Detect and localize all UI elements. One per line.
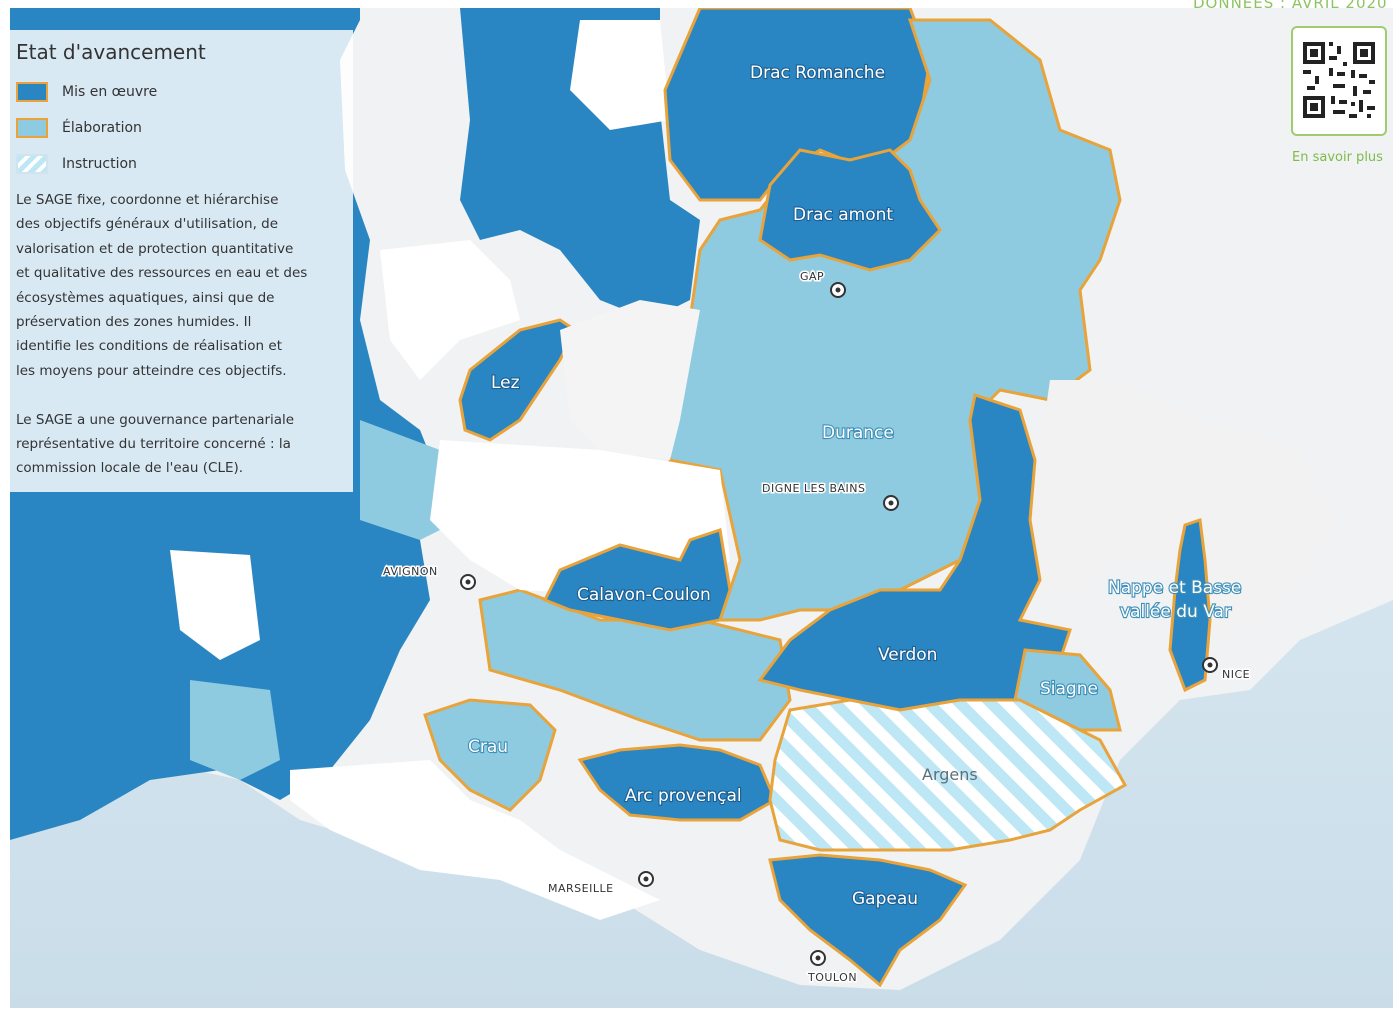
- legend-label-elaboration: Élaboration: [62, 120, 142, 136]
- legend-item-elaboration: Élaboration: [16, 110, 345, 146]
- city-label-gap: GAP: [800, 270, 824, 283]
- region-lez: [458, 318, 577, 442]
- qr-code[interactable]: [1291, 26, 1387, 136]
- city-label-avignon: AVIGNON: [383, 565, 438, 578]
- label-verdon: Verdon: [878, 645, 937, 665]
- legend-title: Etat d'avancement: [16, 40, 206, 64]
- legend-item-implemented: Mis en œuvre: [16, 74, 345, 110]
- region-gapeau: [768, 853, 968, 988]
- region-north-white: [570, 20, 670, 130]
- region-durance-south: [478, 588, 792, 742]
- legend-description: Le SAGE fixe, coordonne et hiérarchise d…: [16, 192, 308, 477]
- city-gap[interactable]: GAP: [799, 269, 846, 298]
- swatch-instruction: [16, 154, 48, 174]
- city-label-digne: DIGNE LES BAINS: [762, 482, 866, 495]
- city-label-toulon: TOULON: [807, 971, 857, 984]
- label-lez: Lez: [491, 373, 520, 393]
- legend-label-instruction: Instruction: [62, 156, 137, 172]
- more-info-link[interactable]: En savoir plus: [1292, 150, 1383, 165]
- region-crau: [423, 698, 557, 812]
- city-avignon[interactable]: AVIGNON: [382, 564, 476, 590]
- swatch-elaboration: [16, 118, 48, 138]
- region-argens: [768, 698, 1128, 852]
- label-durance: Durance: [822, 423, 894, 443]
- zone-white-east: [1010, 380, 1340, 640]
- label-var-2: vallée du Var: [1120, 602, 1231, 622]
- region-west-light: [190, 680, 280, 780]
- zone-white-south: [290, 760, 660, 920]
- region-var: [1168, 517, 1212, 693]
- region-calavon: [542, 528, 732, 632]
- label-var-1: Nappe et Basse: [1108, 578, 1241, 598]
- label-siagne: Siagne: [1040, 679, 1098, 699]
- region-drac-amont: [758, 148, 942, 272]
- city-label-nice: NICE: [1222, 668, 1250, 681]
- swatch-implemented: [16, 82, 48, 102]
- label-gapeau: Gapeau: [852, 889, 918, 909]
- label-drac-amont: Drac amont: [793, 205, 893, 225]
- label-crau: Crau: [468, 737, 508, 757]
- region-north-white-2: [380, 240, 520, 380]
- zone-white-1: [560, 300, 700, 460]
- data-date: DONNÉES : AVRIL 2020: [1193, 0, 1388, 12]
- label-drac-romanche: Drac Romanche: [750, 63, 885, 83]
- legend-panel: Etat d'avancement Mis en œuvre Élaborati…: [10, 30, 353, 492]
- legend-label-implemented: Mis en œuvre: [62, 84, 158, 100]
- city-digne[interactable]: DIGNE LES BAINS: [761, 481, 899, 511]
- label-argens: Argens: [922, 765, 978, 784]
- city-label-marseille: MARSEILLE: [548, 882, 614, 895]
- city-nice[interactable]: NICE: [1202, 657, 1251, 683]
- city-marseille[interactable]: MARSEILLE: [547, 871, 654, 897]
- qr-code-icon: [1303, 42, 1375, 118]
- city-toulon[interactable]: TOULON: [806, 950, 858, 986]
- region-west-white: [170, 550, 260, 660]
- legend-item-instruction: Instruction: [16, 146, 345, 182]
- label-arc: Arc provençal: [625, 786, 742, 806]
- label-calavon: Calavon-Coulon: [577, 585, 711, 605]
